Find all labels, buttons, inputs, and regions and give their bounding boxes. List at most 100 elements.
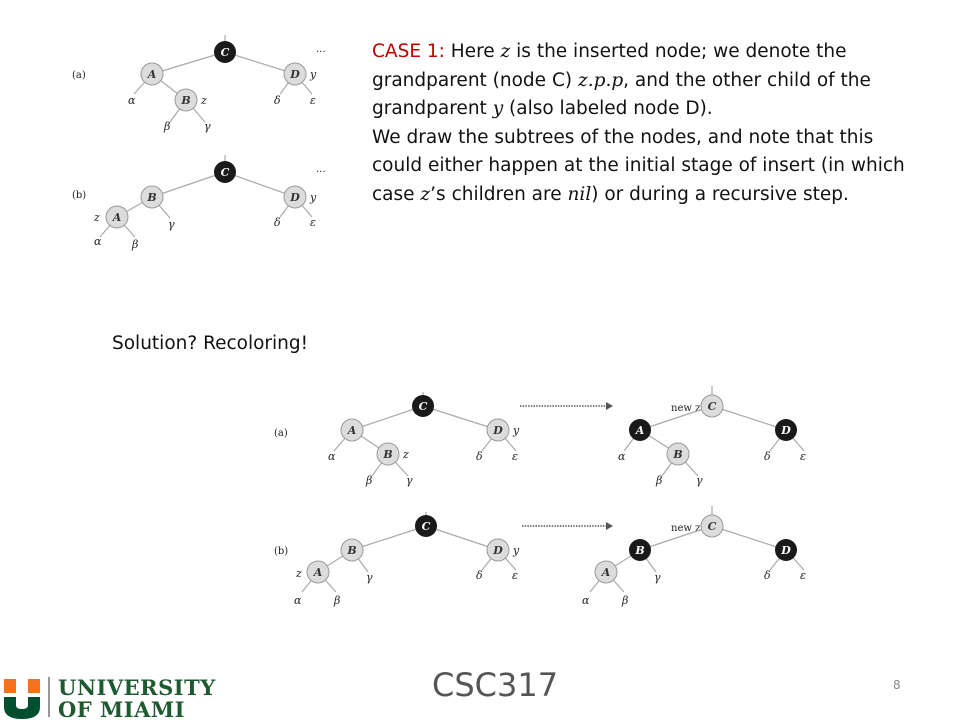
node-b-red xyxy=(376,442,400,466)
node-b-black xyxy=(629,539,651,561)
math-y: y xyxy=(492,98,504,120)
node-a-label: A xyxy=(112,211,122,224)
gamma-label: γ xyxy=(168,218,175,231)
beta-label: β xyxy=(365,474,372,487)
node-b-red xyxy=(666,442,690,466)
case-label: CASE 1: xyxy=(372,41,445,62)
math-zpp: z.p.p xyxy=(577,69,624,91)
node-b-label: B xyxy=(634,544,644,557)
node-c-label: C xyxy=(708,400,717,413)
y-label: y xyxy=(512,424,520,437)
logo-u-left-orange xyxy=(4,679,16,693)
recoloring-figure: (a) C A D y B z α β γ δ ε new z C A D B … xyxy=(274,386,806,607)
node-b-label: B xyxy=(146,191,156,204)
gamma-label: γ xyxy=(696,474,703,487)
node-d-red xyxy=(486,538,510,562)
node-c-black xyxy=(214,161,236,183)
node-d-label: D xyxy=(289,68,300,81)
alpha-label: α xyxy=(618,450,626,463)
y-label: y xyxy=(309,68,317,81)
epsilon-label: ε xyxy=(310,216,316,229)
node-d-label: D xyxy=(780,544,791,557)
university-logo: UNIVERSITY OF MIAMI xyxy=(4,675,216,720)
para-text: We draw the subtrees of the nodes, and n… xyxy=(372,126,905,205)
alpha-label: α xyxy=(294,594,302,607)
dots-marker: ... xyxy=(316,164,326,175)
node-b-label: B xyxy=(346,544,356,557)
page-number: 8 xyxy=(893,678,901,692)
alpha-label: α xyxy=(94,235,102,248)
gamma-label: γ xyxy=(204,120,211,133)
fig-tag-a: (a) xyxy=(72,70,86,81)
node-d-label: D xyxy=(780,424,791,437)
node-a-label: A xyxy=(601,566,611,579)
node-b-red xyxy=(174,88,198,112)
fig-tag-b: (b) xyxy=(72,190,86,201)
node-d-red xyxy=(283,185,307,209)
node-b-red xyxy=(140,185,164,209)
node-c-label: C xyxy=(422,520,431,533)
node-a-red xyxy=(340,418,364,442)
node-c-label: C xyxy=(221,46,230,59)
node-b-label: B xyxy=(382,448,392,461)
case-text: Here xyxy=(444,41,501,62)
alpha-label: α xyxy=(328,450,336,463)
y-label: y xyxy=(512,544,520,557)
z-label: z xyxy=(402,448,409,461)
delta-label: δ xyxy=(476,569,483,582)
logo-divider xyxy=(48,677,50,717)
fig-tag-a: (a) xyxy=(274,428,288,439)
node-d-red xyxy=(486,418,510,442)
para-text: ) or during a recursive step. xyxy=(591,183,849,205)
case-description: CASE 1: Here z is the inserted node; we … xyxy=(372,38,912,210)
case-paragraph: CASE 1: Here z is the inserted node; we … xyxy=(372,38,912,124)
math-nil: nil xyxy=(567,183,592,205)
node-a-red xyxy=(306,560,330,584)
logo-u-green xyxy=(4,697,40,719)
node-b-red xyxy=(340,538,364,562)
y-label: y xyxy=(309,191,317,204)
new-z-label: new z xyxy=(671,523,700,534)
gamma-label: γ xyxy=(366,571,373,584)
fig-tag-b: (b) xyxy=(274,546,288,557)
epsilon-label: ε xyxy=(800,569,806,582)
para-text: ’s children are xyxy=(430,183,568,205)
node-c-black xyxy=(415,515,437,537)
node-c-label: C xyxy=(221,166,230,179)
alpha-label: α xyxy=(582,594,590,607)
node-d-label: D xyxy=(289,191,300,204)
case-text: is the inserted node; we denote the gran… xyxy=(372,41,847,91)
node-b-label: B xyxy=(180,94,190,107)
case-text: (also labeled node D). xyxy=(503,98,713,120)
epsilon-label: ε xyxy=(512,450,518,463)
node-a-label: A xyxy=(147,68,157,81)
node-c-black xyxy=(214,41,236,63)
z-label: z xyxy=(295,567,302,580)
epsilon-label: ε xyxy=(310,94,316,107)
math-z: z xyxy=(500,41,511,62)
node-d-label: D xyxy=(492,544,503,557)
node-a-red xyxy=(140,62,164,86)
delta-label: δ xyxy=(274,216,281,229)
case1-figure: (a) ... C A D y B z α β γ δ ε (b) ... C … xyxy=(72,35,326,251)
delta-label: δ xyxy=(764,569,771,582)
dots-marker: ... xyxy=(316,44,326,55)
node-a-red xyxy=(105,205,129,229)
node-a-label: A xyxy=(635,424,645,437)
node-a-black xyxy=(629,419,651,441)
solution-text: Solution? Recoloring! xyxy=(112,333,309,354)
arrow-head-icon xyxy=(606,522,613,530)
node-c-label: C xyxy=(708,520,717,533)
new-z-label: new z xyxy=(671,403,700,414)
node-a-red xyxy=(594,560,618,584)
z-label: z xyxy=(200,94,207,107)
beta-label: β xyxy=(131,238,138,251)
beta-label: β xyxy=(163,120,170,133)
node-b-label: B xyxy=(672,448,682,461)
node-d-red xyxy=(283,62,307,86)
node-a-label: A xyxy=(347,424,357,437)
node-c-red xyxy=(700,514,724,538)
math-z: z xyxy=(420,183,431,205)
delta-label: δ xyxy=(476,450,483,463)
arrow-head-icon xyxy=(606,402,613,410)
